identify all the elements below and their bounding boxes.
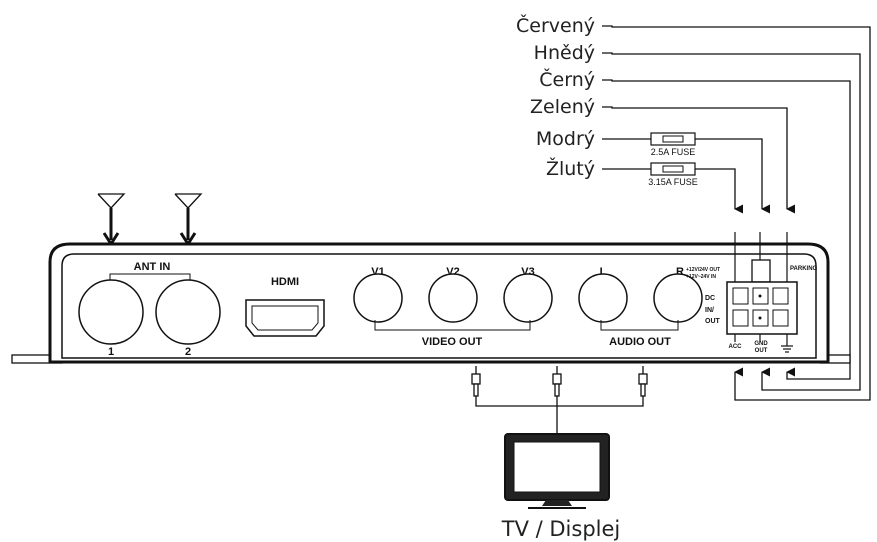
rca-cables [471,366,648,434]
wire-label-yellow: Žlutý [546,157,595,180]
label-out: OUT [705,318,721,325]
fuse-3-15a: 3.15A FUSE [648,162,698,187]
label-audio-r: R [676,266,684,278]
power-connector: ACC GND OUT [726,232,798,354]
label-gnd: GND [754,341,768,347]
wire-brown [602,52,861,391]
tv-icon [504,433,610,509]
label-volt-in: +12V~24V IN [686,274,716,280]
antenna-1-icon [97,193,126,247]
fuse-label-2-5a: 2.5A FUSE [651,147,696,157]
wire-blue-b [695,138,771,214]
label-dc: DC [705,295,715,302]
wire-label-black: Černý [539,67,595,91]
rca-plug-2 [552,366,562,397]
wire-label-red: Červený [516,13,595,37]
wire-label-green: Zelený [530,96,595,118]
wire-yellow-b [695,168,744,214]
label-parking: PARKING [790,266,818,272]
fuse-2-5a: 2.5A FUSE [650,132,696,157]
label-acc: ACC [729,344,743,350]
wire-lines [602,25,871,401]
label-audio-out: AUDIO OUT [609,336,671,348]
video-out-v2-jack [428,273,478,323]
video-out-v3-jack [503,273,553,323]
label-in: IN/ [705,307,714,314]
caption-tv-display: TV / Displej [501,517,620,541]
label-ant-2: 2 [185,346,191,358]
wire-label-brown: Hnědý [534,42,595,64]
label-ant-in: ANT IN [134,261,171,273]
wire-label-blue: Modrý [536,128,595,150]
rca-plug-1 [471,366,481,397]
fuse-label-3-15a: 3.15A FUSE [648,177,698,187]
rca-plug-3 [638,366,648,397]
device-panel: ANT IN 1 2 HDMI V1 V2 V3 VIDEO OUT L R A… [11,232,851,364]
audio-out-r-jack [653,273,703,323]
wire-green [602,106,796,214]
label-gnd-out: OUT [755,348,768,354]
antenna-2-icon [174,193,203,247]
wire-red [602,25,871,401]
ant-in-1-connector [78,279,144,345]
ant-in-2-connector [155,279,221,345]
wire-black [602,79,851,380]
label-hdmi: HDMI [271,276,299,288]
label-volt-out: +12V/24V OUT [686,267,720,273]
video-out-v1-jack [353,273,403,323]
wire-labels: Červený Hnědý Černý Zelený Modrý Žlutý [516,13,595,180]
label-ant-1: 1 [108,346,114,358]
label-video-out: VIDEO OUT [422,336,483,348]
label-audio-l: L [600,266,607,278]
audio-out-l-jack [578,273,628,323]
